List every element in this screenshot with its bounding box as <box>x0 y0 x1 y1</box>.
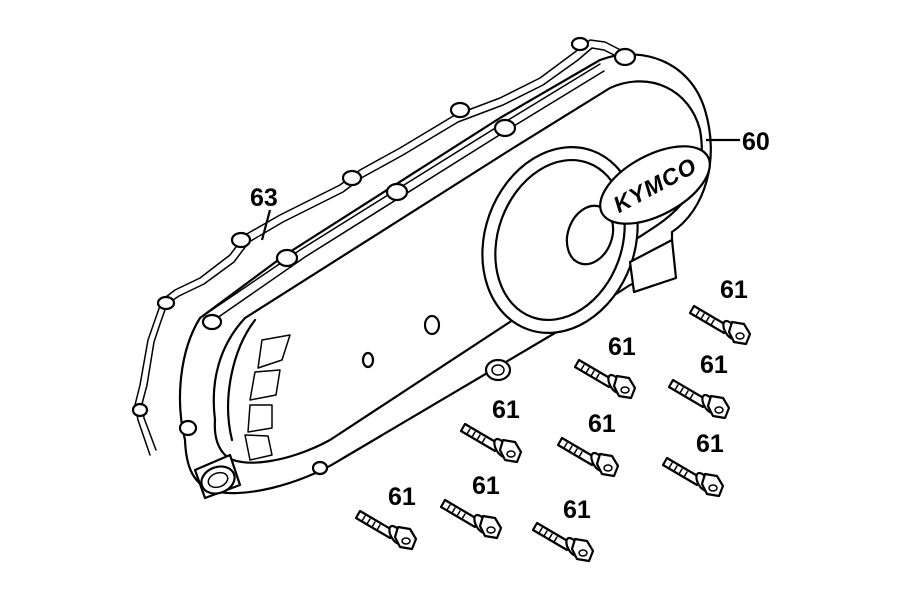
label-bolt: 61 <box>563 496 591 524</box>
gasket-ear <box>131 36 590 418</box>
label-bolt: 61 <box>588 410 616 438</box>
bolt <box>661 456 725 498</box>
bolt-group: 61 61 61 61 61 61 61 61 <box>354 276 752 563</box>
bolt <box>556 436 620 478</box>
label-bolt: 61 <box>472 472 500 500</box>
label-bolt: 61 <box>608 333 636 361</box>
bolt <box>439 498 503 540</box>
label-bolt: 61 <box>492 396 520 424</box>
label-cover: 60 <box>742 128 770 156</box>
cover-bolt-boss <box>178 47 637 476</box>
label-gasket: 63 <box>250 184 278 212</box>
bolt <box>354 509 418 551</box>
oil-seal <box>484 358 512 382</box>
gasket <box>131 36 666 456</box>
shaft-boss <box>193 453 242 500</box>
label-bolt: 61 <box>700 351 728 379</box>
bolt <box>531 521 595 563</box>
leader-line-gasket <box>260 209 272 241</box>
clutch-dome <box>481 146 639 334</box>
transmission-cover: KYMCO <box>178 47 712 500</box>
cover-hole <box>361 351 375 369</box>
bolt <box>573 358 637 400</box>
label-bolt: 61 <box>720 276 748 304</box>
label-bolt: 61 <box>696 430 724 458</box>
cover-hole <box>423 314 441 336</box>
bolt <box>667 378 731 420</box>
bolt <box>459 422 523 464</box>
label-bolt: 61 <box>388 483 416 511</box>
bolt <box>688 304 752 346</box>
